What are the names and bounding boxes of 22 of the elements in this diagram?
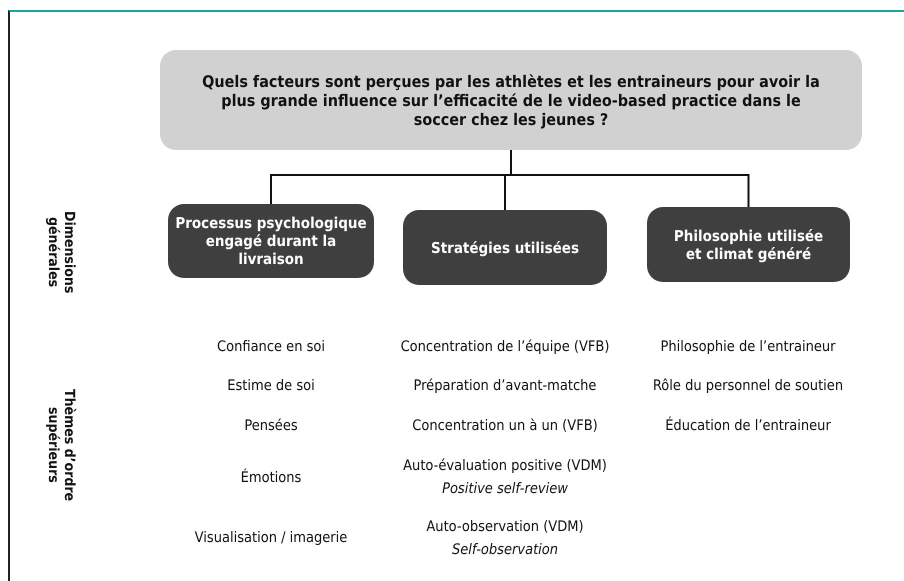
theme-text: Rôle du personnel de soutien	[652, 378, 844, 394]
dimension-box: Stratégies utilisées	[403, 210, 607, 285]
theme-text: Concentration de l’équipe (VFB)	[400, 339, 610, 355]
theme-text: Philosophie de l’entraineur	[660, 339, 836, 355]
theme-text: Concentration un à un (VFB)	[412, 418, 598, 434]
theme-text: Estime de soi	[227, 378, 315, 394]
question-box: Quels facteurs sont perçues par les athlètes et les entraineurs pour avoir la plus grande influence sur l’efficacité de le video-based practice dans le soccer chez les jeunes ?	[160, 50, 862, 150]
theme-text: Auto-évaluation positive (VDM)	[403, 458, 607, 474]
axis-heading: Thèmes d’ordre supérieurs	[45, 388, 77, 504]
dimension-box: Processus psychologique engagé durant la livraison	[168, 204, 374, 278]
translation-text: Self-observation	[452, 542, 558, 558]
dimension-box: Philosophie utilisée et climat généré	[647, 207, 850, 282]
theme-text: Émotions	[240, 470, 302, 486]
connector-line	[510, 150, 750, 207]
theme-text: Éducation de l’entraineur	[665, 418, 831, 434]
theme-text: Préparation d’avant-matche	[414, 378, 596, 394]
translation-text: Positive self-review	[442, 481, 568, 497]
theme-text: Pensées	[244, 418, 298, 434]
axis-heading: Dimensions générales	[45, 210, 77, 296]
theme-text: Auto-observation (VDM)	[426, 519, 584, 535]
theme-text: Visualisation / imagerie	[194, 530, 348, 546]
theme-text: Confiance en soi	[216, 339, 326, 355]
